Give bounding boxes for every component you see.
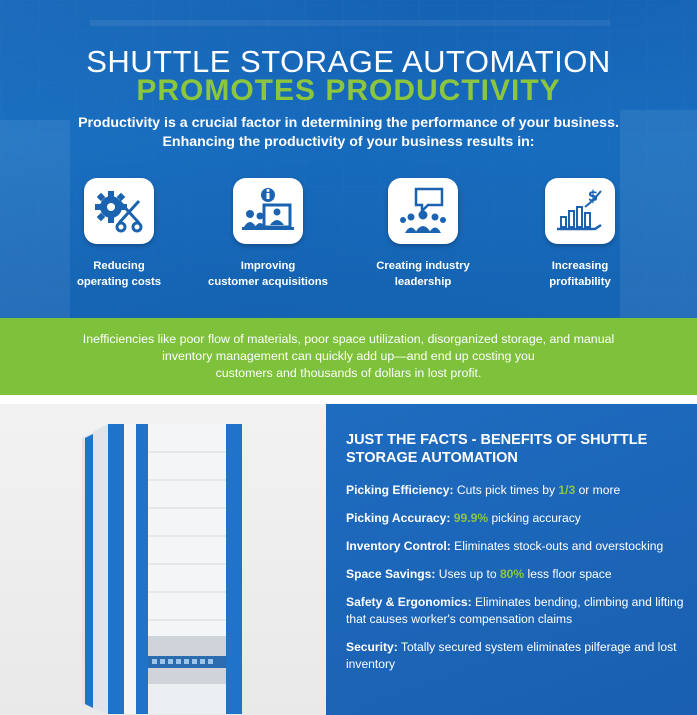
benefit-profitability: $ Increasing profitability bbox=[510, 178, 650, 290]
dollar-growth-icon: $ bbox=[557, 187, 602, 231]
fact-label: Picking Efficiency: bbox=[346, 483, 454, 497]
fact-text: picking accuracy bbox=[488, 511, 581, 525]
benefit-label: Creating industry leadership bbox=[353, 258, 493, 290]
benefit-label-line: profitability bbox=[549, 276, 611, 288]
benefit-label-line: leadership bbox=[394, 276, 452, 288]
benefit-icon-box bbox=[84, 178, 154, 244]
band-line: customers and thousands of dollars in lo… bbox=[215, 366, 482, 380]
fact-picking-efficiency: Picking Efficiency: Cuts pick times by 1… bbox=[346, 482, 691, 499]
background-rack bbox=[620, 110, 697, 318]
facts-list: Picking Efficiency: Cuts pick times by 1… bbox=[346, 482, 691, 684]
hero-title: SHUTTLE STORAGE AUTOMATION bbox=[86, 44, 611, 79]
benefit-label-line: Improving bbox=[240, 260, 296, 272]
fact-security: Security: Totally secured system elimina… bbox=[346, 639, 691, 673]
facts-title: JUST THE FACTS - BENEFITS OF SHUTTLE STO… bbox=[346, 431, 686, 467]
benefit-industry-leadership: Creating industry leadership bbox=[353, 178, 493, 290]
fact-picking-accuracy: Picking Accuracy: 99.9% picking accuracy bbox=[346, 510, 691, 527]
inefficiencies-band: Inefficiencies like poor flow of materia… bbox=[0, 318, 697, 395]
fact-text: Eliminates stock-outs and overstocking bbox=[450, 539, 664, 553]
fact-label: Security: bbox=[346, 640, 398, 654]
fact-highlight: 1/3 bbox=[558, 483, 576, 497]
hero-subtitle: PROMOTES PRODUCTIVITY bbox=[136, 74, 561, 107]
fact-text: Totally secured system eliminates pilfer… bbox=[346, 640, 677, 671]
intro-line: Enhancing the productivity of your busin… bbox=[162, 134, 535, 150]
shuttle-storage-machine-image bbox=[82, 424, 242, 714]
benefit-label: Reducing operating costs bbox=[49, 258, 189, 290]
benefit-icon-box bbox=[233, 178, 303, 244]
fact-label: Safety & Ergonomics: bbox=[346, 595, 472, 609]
facts-panel: JUST THE FACTS - BENEFITS OF SHUTTLE STO… bbox=[326, 404, 697, 715]
hero-intro: Productivity is a crucial factor in dete… bbox=[20, 114, 677, 152]
facts-title-line: STORAGE AUTOMATION bbox=[346, 450, 518, 466]
fact-highlight: 99.9% bbox=[453, 511, 489, 525]
benefit-label-line: operating costs bbox=[76, 276, 162, 288]
background-rack bbox=[0, 120, 70, 318]
benefit-icon-box bbox=[388, 178, 458, 244]
fact-label: Picking Accuracy: bbox=[346, 511, 451, 525]
machine-panel bbox=[0, 404, 326, 715]
benefit-label-line: customer acquisitions bbox=[208, 276, 328, 288]
benefit-label-line: Reducing bbox=[93, 260, 145, 272]
benefit-label: Improving customer acquisitions bbox=[198, 258, 338, 290]
fact-text: Uses up to bbox=[435, 567, 500, 581]
inefficiencies-text: Inefficiencies like poor flow of materia… bbox=[49, 331, 649, 382]
speech-group-icon bbox=[400, 187, 446, 233]
benefit-label-line: Creating industry bbox=[376, 260, 470, 272]
benefits-row: Reducing operating costs bbox=[0, 178, 697, 298]
fact-highlight: 80% bbox=[499, 567, 525, 581]
benefit-icon-box: $ bbox=[545, 178, 615, 244]
fact-text: or more bbox=[575, 483, 621, 497]
background-rack bbox=[90, 20, 610, 26]
gear-scissors-icon bbox=[95, 191, 143, 233]
fact-text: less floor space bbox=[524, 567, 612, 581]
fact-space-savings: Space Savings: Uses up to 80% less floor… bbox=[346, 566, 691, 583]
benefit-label-line: Increasing bbox=[551, 260, 609, 272]
benefit-label: Increasing profitability bbox=[510, 258, 650, 290]
fact-label: Space Savings: bbox=[346, 567, 436, 581]
fact-text: Cuts pick times by bbox=[453, 483, 559, 497]
svg-text:$: $ bbox=[588, 187, 598, 205]
fact-label: Inventory Control: bbox=[346, 539, 451, 553]
intro-line: Productivity is a crucial factor in dete… bbox=[78, 115, 619, 131]
fact-safety-ergonomics: Safety & Ergonomics: Eliminates bending,… bbox=[346, 594, 691, 628]
band-line: Inefficiencies like poor flow of materia… bbox=[82, 332, 615, 346]
facts-title-line: JUST THE FACTS - BENEFITS OF SHUTTLE bbox=[346, 432, 648, 448]
benefit-reducing-costs: Reducing operating costs bbox=[49, 178, 189, 290]
band-line: inventory management can quickly add up—… bbox=[162, 349, 535, 363]
benefit-customer-acquisitions: Improving customer acquisitions bbox=[198, 178, 338, 290]
fact-text: Eliminates bending, climbing and lifting… bbox=[346, 595, 684, 626]
fact-inventory-control: Inventory Control: Eliminates stock-outs… bbox=[346, 538, 691, 555]
info-meeting-icon bbox=[242, 188, 294, 230]
hero-section: SHUTTLE STORAGE AUTOMATION PROMOTES PROD… bbox=[0, 0, 697, 318]
